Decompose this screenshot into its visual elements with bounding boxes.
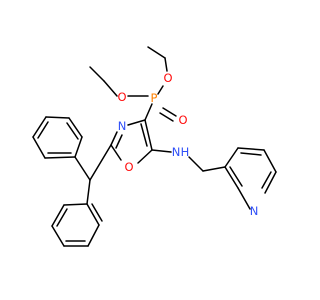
bond-ph2-5-inner	[56, 208, 68, 227]
molecule-structure: O O P O N O N H N	[32, 46, 277, 247]
bond-ph1-2	[68, 117, 83, 138]
bond-py-c5-c6	[263, 149, 277, 173]
bond-ch-ph2	[86, 179, 91, 205]
atom-labels: O O P O N O N H N	[117, 71, 258, 218]
bond-ethyl2-c1-c2	[147, 46, 166, 59]
bond-c5-nh	[151, 149, 172, 153]
bond-c5-c4-b	[140, 123, 148, 147]
bond-py-c4-c5-inner	[240, 152, 262, 156]
bond-py-n-c2	[237, 187, 251, 210]
bond-ph2-1	[86, 203, 100, 226]
bond-n3-c2-a	[110, 131, 118, 146]
bond-c2-o1	[110, 144, 122, 161]
bond-p-o3-a	[162, 107, 177, 117]
bond-py-c2-c3-inner	[229, 166, 243, 187]
atom-phosphorus: P	[151, 91, 158, 105]
atom-n-pyridine: N	[250, 204, 259, 218]
bond-ph1-5	[32, 136, 46, 159]
atom-o-ethoxy-right: O	[163, 71, 172, 85]
bond-ph1-2-inner	[66, 122, 79, 140]
bond-ph2-5	[51, 204, 65, 227]
bond-ph1-4-inner	[37, 121, 49, 139]
bond-p-o3-b	[159, 112, 174, 122]
atom-n-amine: N	[172, 145, 181, 159]
bond-py-c6-n-inner	[261, 171, 272, 189]
atom-o-oxazole: O	[124, 160, 133, 174]
bond-ph1-1	[74, 136, 83, 158]
bond-py-c4-c5	[237, 147, 265, 151]
bond-ethyl1-c2-o	[103, 80, 118, 97]
bond-ph1-4	[32, 116, 47, 138]
atom-o-phosphoryl: O	[178, 113, 187, 127]
bond-o1-c5	[137, 149, 153, 164]
bond-ph2-1-inner	[91, 203, 103, 222]
bond-ch2-pyridine	[202, 166, 226, 172]
bond-py-c2-c3	[224, 166, 239, 189]
bond-p-c4	[144, 103, 153, 121]
bond-py-c3-c4	[224, 147, 239, 168]
bond-ethyl2-c2-o	[164, 57, 168, 72]
bond-ph1-3	[45, 116, 70, 119]
bond-o2-p	[157, 85, 164, 95]
atom-h-amine: H	[181, 145, 190, 159]
atom-o-ethoxy-left: O	[117, 90, 126, 104]
bond-c2-ch	[89, 144, 112, 181]
bond-py-c6-n	[264, 171, 277, 194]
bond-ph2-6	[63, 203, 88, 206]
bond-n3-c2-b	[115, 134, 123, 149]
bond-c4-n3	[127, 119, 146, 126]
atom-n-oxazole: N	[118, 119, 127, 133]
bond-nh-ch2	[188, 156, 204, 172]
bond-ph1-6	[44, 156, 76, 159]
bond-ethyl1-c1-c2	[89, 66, 105, 82]
bond-ph2-2	[87, 224, 100, 247]
bond-ph2-4	[51, 225, 65, 247]
bond-ch-ph1	[74, 156, 91, 181]
bond-c5-c4-a	[144, 119, 153, 151]
bonds	[32, 46, 277, 247]
